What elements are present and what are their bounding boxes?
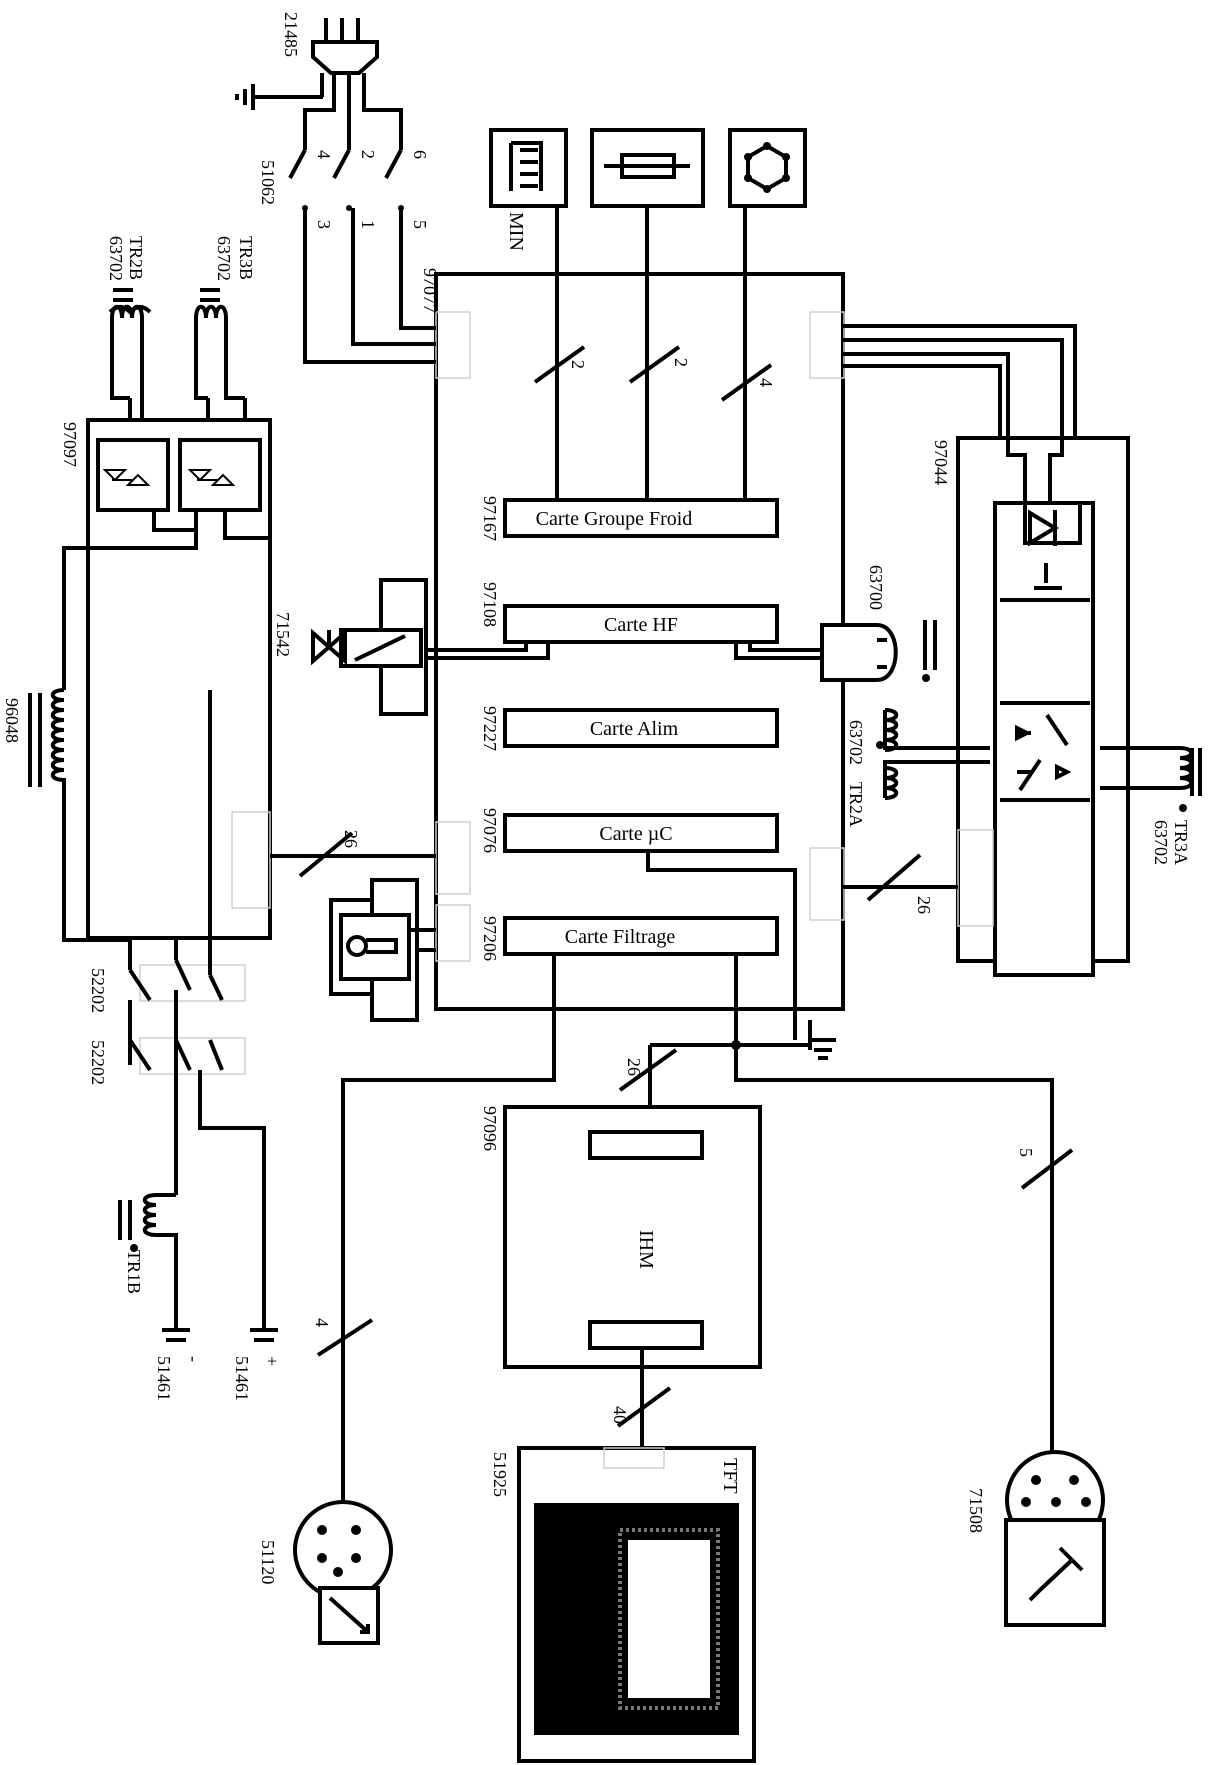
svg-text:Carte Alim: Carte Alim bbox=[590, 718, 679, 740]
tr1b-transformer: TR1B bbox=[118, 1193, 178, 1294]
svg-text:71508: 71508 bbox=[966, 1488, 986, 1533]
svg-text:5: 5 bbox=[410, 220, 430, 229]
svg-text:40: 40 bbox=[610, 1406, 630, 1424]
svg-text:51925: 51925 bbox=[490, 1452, 510, 1497]
svg-text:Carte HF: Carte HF bbox=[604, 614, 678, 636]
svg-text:6: 6 bbox=[410, 150, 430, 159]
svg-text:3: 3 bbox=[314, 220, 334, 229]
min-icon: MIN bbox=[489, 128, 568, 251]
svg-text:4: 4 bbox=[314, 150, 334, 159]
bus-torch-5: 5 bbox=[1016, 1148, 1074, 1190]
tft-display: TFT 51925 bbox=[490, 1446, 756, 1763]
svg-text:63702: 63702 bbox=[106, 236, 126, 281]
bus-pedal-4: 4 bbox=[312, 1318, 374, 1357]
svg-text:96048: 96048 bbox=[2, 698, 22, 743]
ground-symbol-2 bbox=[808, 1020, 836, 1060]
svg-text:97167: 97167 bbox=[480, 496, 500, 541]
svg-text:-: - bbox=[184, 1356, 204, 1362]
svg-text:97227: 97227 bbox=[480, 706, 500, 751]
svg-text:63700: 63700 bbox=[866, 565, 886, 610]
svg-text:5: 5 bbox=[1016, 1148, 1036, 1157]
svg-text:51062: 51062 bbox=[258, 160, 278, 205]
svg-text:71542: 71542 bbox=[273, 612, 293, 657]
card-filtrage: Carte Filtrage 97206 bbox=[480, 916, 779, 961]
svg-text:4: 4 bbox=[756, 378, 776, 387]
card-groupe-froid: Carte Groupe Froid 97167 bbox=[480, 496, 779, 541]
bus-froid-2: 2 bbox=[628, 345, 691, 384]
svg-text:26: 26 bbox=[914, 896, 934, 914]
choke-96048: 96048 bbox=[2, 688, 66, 800]
svg-text:51461: 51461 bbox=[154, 1356, 174, 1401]
svg-text:TFT: TFT bbox=[719, 1458, 741, 1494]
torch-icon bbox=[1004, 1518, 1106, 1627]
svg-text:21485: 21485 bbox=[281, 12, 301, 57]
output-plus-terminal: + 51461 bbox=[232, 1310, 282, 1401]
svg-text:MIN: MIN bbox=[505, 212, 527, 251]
svg-text:52202: 52202 bbox=[88, 1040, 108, 1085]
card-uc: Carte µC 97076 bbox=[480, 808, 779, 853]
svg-text:63702: 63702 bbox=[846, 720, 866, 765]
svg-text:TR2B: TR2B bbox=[126, 236, 146, 280]
svg-text:63702: 63702 bbox=[1151, 820, 1171, 865]
svg-text:1: 1 bbox=[358, 220, 378, 229]
fuse-icon bbox=[590, 128, 705, 208]
svg-text:Carte Filtrage: Carte Filtrage bbox=[565, 926, 676, 948]
bus-left-26: 26 bbox=[298, 830, 361, 878]
bus-froid-3: 4 bbox=[720, 363, 776, 402]
tr2a-transformer: 63702 TR2A bbox=[846, 708, 990, 827]
svg-text:2: 2 bbox=[671, 358, 691, 367]
svg-text:+: + bbox=[262, 1356, 282, 1366]
svg-text:IHM: IHM bbox=[635, 1230, 657, 1269]
pedal-icon bbox=[318, 1586, 380, 1645]
svg-text:Carte µC: Carte µC bbox=[599, 823, 672, 845]
svg-text:97096: 97096 bbox=[480, 1106, 500, 1151]
cooling-unit-icon bbox=[728, 128, 807, 208]
svg-text:97076: 97076 bbox=[480, 808, 500, 853]
key-switch-icon bbox=[329, 878, 419, 1022]
svg-text:TR2A: TR2A bbox=[846, 782, 866, 827]
svg-text:97044: 97044 bbox=[931, 440, 951, 485]
tr3b-transformer: TR3B 63702 bbox=[194, 236, 256, 319]
hf-coil-63700: 63700 bbox=[820, 565, 937, 682]
card-alim: Carte Alim 97227 bbox=[480, 706, 779, 751]
card-hf: Carte HF 97108 bbox=[480, 582, 779, 644]
pedal-connector-51120: 51120 bbox=[258, 1500, 393, 1600]
rectifier-97097: 97097 bbox=[60, 418, 272, 940]
svg-text:97206: 97206 bbox=[480, 916, 500, 961]
svg-text:52202: 52202 bbox=[88, 968, 108, 1013]
solenoid-valve-71542: 71542 bbox=[273, 578, 428, 716]
svg-text:Carte Groupe Froid: Carte Groupe Froid bbox=[536, 508, 693, 530]
bus-right-26: 26 bbox=[866, 853, 934, 914]
svg-text:51461: 51461 bbox=[232, 1356, 252, 1401]
svg-text:2: 2 bbox=[568, 360, 588, 369]
bus-froid-1: 2 bbox=[533, 345, 588, 384]
tr2b-transformer: TR2B 63702 bbox=[106, 236, 152, 319]
svg-text:4: 4 bbox=[312, 1318, 332, 1327]
power-unit-97044: 97044 bbox=[931, 436, 1130, 977]
ihm-board: IHM 97096 bbox=[480, 1105, 762, 1369]
svg-text:63702: 63702 bbox=[214, 236, 234, 281]
svg-text:2: 2 bbox=[358, 150, 378, 159]
svg-text:TR1B: TR1B bbox=[124, 1250, 144, 1294]
svg-text:TR3B: TR3B bbox=[236, 236, 256, 280]
main-board-ref: 97077 bbox=[420, 268, 440, 313]
bus-ihm-40: 40 bbox=[610, 1386, 672, 1428]
ground-symbol bbox=[235, 84, 323, 110]
svg-text:97097: 97097 bbox=[60, 422, 80, 467]
output-minus-terminal: - 51461 bbox=[154, 1310, 204, 1401]
bus-ihm-26: 26 bbox=[618, 1048, 678, 1092]
svg-text:51120: 51120 bbox=[258, 1540, 278, 1584]
mains-plug: 21485 bbox=[281, 12, 379, 75]
svg-text:TR3A: TR3A bbox=[1171, 820, 1191, 865]
svg-text:26: 26 bbox=[624, 1058, 644, 1076]
mains-switch: 4 2 6 3 1 5 51062 bbox=[258, 149, 430, 229]
contactors-52202: 52202 52202 bbox=[88, 940, 246, 1085]
svg-text:26: 26 bbox=[341, 830, 361, 848]
tr3a-transformer: TR3A 63702 bbox=[1100, 746, 1202, 865]
svg-text:97108: 97108 bbox=[480, 582, 500, 627]
